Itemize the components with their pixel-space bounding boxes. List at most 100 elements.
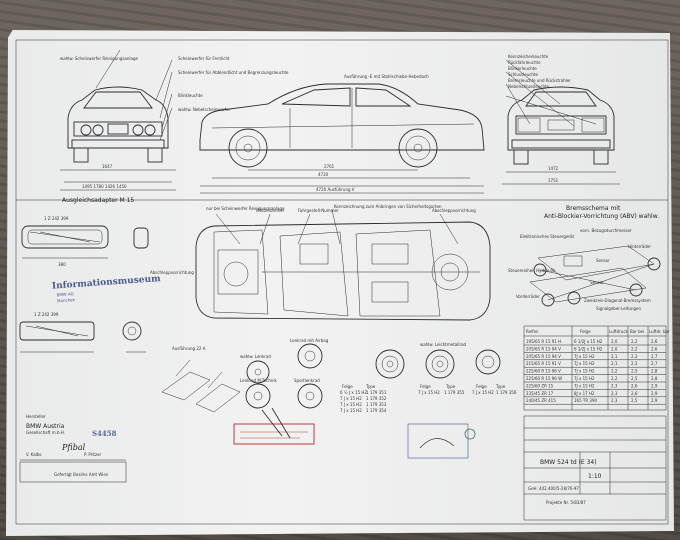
table-cell: 165 TR 390 xyxy=(574,398,597,403)
table-cell: 2,9 xyxy=(651,398,658,403)
abs-callout-9: Signalgeber-Leitungen xyxy=(596,306,641,311)
felge-1-4: 7 J x 15 H2 xyxy=(340,408,362,413)
table-header-2: Luftdruck xyxy=(609,329,629,334)
table-cell: 205/65 R 15 94 V xyxy=(526,346,561,351)
sheet-border xyxy=(15,39,669,525)
table-cell: 2,6 xyxy=(631,391,638,396)
table-cell: 8J x 17 H2 xyxy=(574,391,595,396)
table-cell: 2,5 xyxy=(631,376,638,381)
title-scale: 1:10 xyxy=(588,473,602,480)
abs-brake-diagram xyxy=(529,245,661,307)
footer-note: Gefertigt Bezirks Amt Wien xyxy=(54,472,109,477)
felge-1-2: 7 J x 15 H2 xyxy=(340,396,362,401)
table-cell: 225/60 R 15 96 W xyxy=(526,376,562,381)
parts-drawings xyxy=(19,225,149,353)
abs-callout-4: Vorderräder xyxy=(516,294,540,299)
felge-1-1: 6 ½ J x 15 H2 xyxy=(340,390,367,395)
table-cell: 7J x 15 H2 xyxy=(574,376,595,381)
rear-dim-1: 1472 xyxy=(548,166,559,171)
plan-callout-3: Fahrgestell-Nummer xyxy=(298,208,339,213)
side-dim-3: 4720 Ausführung V xyxy=(316,187,355,192)
table-cell: 2,0 xyxy=(611,339,618,344)
brand-header: Hersteller xyxy=(26,414,46,419)
table-cell: 2,6 xyxy=(651,339,658,344)
front-callout-4: Blinkleuchte xyxy=(178,93,203,98)
signature-2: V. Kalbs xyxy=(26,452,42,457)
stamp-line-1: BMW AG xyxy=(56,291,73,297)
plan-callout-6: Abschleppvorrichtung xyxy=(150,270,194,275)
title-block xyxy=(523,415,667,521)
side-dim-2: 4720 xyxy=(318,172,329,177)
front-callout-2: Scheinwerfer für Fernlicht xyxy=(178,56,230,61)
wheel-label-1: wahlw. Lenkrad xyxy=(240,354,271,359)
table-cell: 2,0 xyxy=(611,346,618,351)
table-cell: 240/45 ZR 415 xyxy=(526,398,556,403)
table-cell: 2,6 xyxy=(631,383,638,388)
table-cell: 7J x 15 H2 xyxy=(574,354,595,359)
side-top-label: Ausführung -E mit Stahlschiebe-Hebedach xyxy=(344,74,429,79)
type-3-1: 1 179 356 xyxy=(496,390,517,395)
abs-callout-2: vorn. Bezugsdurchmesser xyxy=(580,228,632,233)
tire-pressure-table xyxy=(523,325,667,411)
abs-callout-1: Elektronisches Steuergerät xyxy=(520,234,575,239)
table-header-0: Reifen xyxy=(526,329,539,334)
front-callout-1: wahlw. Scheinwerfer Reinigungsanlage xyxy=(60,56,138,61)
table-cell: 235/45 ZR 17 xyxy=(526,391,554,396)
front-callout-5: wahlw. Nebelscheinwerfer xyxy=(178,107,231,112)
part-dim: 380 xyxy=(58,262,66,267)
wheel-label-3: Lenkrad M-Technik xyxy=(240,378,278,383)
table-cell: 2,2 xyxy=(611,369,618,374)
table-cell: 2,3 xyxy=(631,361,638,366)
part-number-top: 1 Z 242 399 xyxy=(44,216,69,221)
table-cell: 195/65 R 15 91 H xyxy=(526,339,561,344)
table-cell: 2,9 xyxy=(651,391,658,396)
table-cell: 7J x 15 H2 xyxy=(574,383,595,388)
rear-callout-3: Blinkerleuchte xyxy=(508,66,537,71)
rear-callout-4: Schlussleuchte xyxy=(508,72,538,77)
side-view-drawing xyxy=(199,83,485,194)
title-number: GeH. 442.400/5-28/76-97 xyxy=(528,486,579,491)
front-callout-3: Scheinwerfer für Abblendlicht und Begren… xyxy=(178,70,289,75)
table-header-3: Bar bei xyxy=(630,329,644,334)
type-1-2: 1 179 352 xyxy=(366,396,387,401)
table-cell: 6 1/2J x 15 H2 xyxy=(574,346,603,351)
type-header-3: Type xyxy=(495,384,506,389)
table-cell: 7J x 15 H2 xyxy=(574,369,595,374)
table-rows: 195/65 R 15 91 H 6 1/2J x 15 H2 2,0 2,2 2,6 2… xyxy=(524,339,666,405)
table-cell: 2,6 xyxy=(651,346,658,351)
adapter-title: Ausgleichsadapter M 15 xyxy=(62,197,134,204)
signature-1: Pfibal xyxy=(61,443,86,452)
title-model: BMW 524 td (E 34) xyxy=(540,459,597,466)
felge-header-3: Felge xyxy=(476,384,487,389)
brand-sub: Gesellschaft m.b.H. xyxy=(26,430,65,435)
table-cell: 2,3 xyxy=(631,354,638,359)
felge-header-2: Felge xyxy=(420,384,431,389)
part-number-bottom: 1 Z 242 399 xyxy=(34,312,59,317)
table-cell: 2,2 xyxy=(631,339,638,344)
title-page: Projekte Nr. 5/83/87 xyxy=(546,500,586,505)
rear-dim-2: 1751 xyxy=(548,178,559,183)
table-cell: 225/60 ZR 15 xyxy=(526,383,554,388)
pedal-drawing xyxy=(161,359,241,413)
table-cell: 225/60 R 15 96 V xyxy=(526,369,561,374)
rear-callout-2: Rückfahrleuchte xyxy=(508,60,541,65)
bottom-left-box xyxy=(19,461,127,483)
table-cell: 2,5 xyxy=(631,369,638,374)
brand-name: BMW Austria xyxy=(26,423,65,430)
wheel-label-2: Lenkrad mit Airbag xyxy=(290,338,329,343)
table-cell: 2,7 xyxy=(651,354,658,359)
table-cell: 2,5 xyxy=(631,398,638,403)
rear-callout-1: Kennzeichenleuchte xyxy=(508,54,549,59)
table-cell: 2,9 xyxy=(651,383,658,388)
steering-wheels xyxy=(245,343,323,409)
table-cell: 2,7 xyxy=(651,361,658,366)
type-1-4: 1 179 354 xyxy=(366,408,387,413)
stamp-line-2: München xyxy=(57,297,76,303)
alloy-wheels xyxy=(375,349,501,379)
front-dim-1: 1647 xyxy=(102,164,113,169)
table-cell: 2,3 xyxy=(611,391,618,396)
type-1-3: 1 179 353 xyxy=(366,402,387,407)
rear-view-drawing xyxy=(502,59,620,185)
table-cell: 2,8 xyxy=(651,369,658,374)
table-cell: 205/65 R 15 94 V xyxy=(526,354,561,359)
